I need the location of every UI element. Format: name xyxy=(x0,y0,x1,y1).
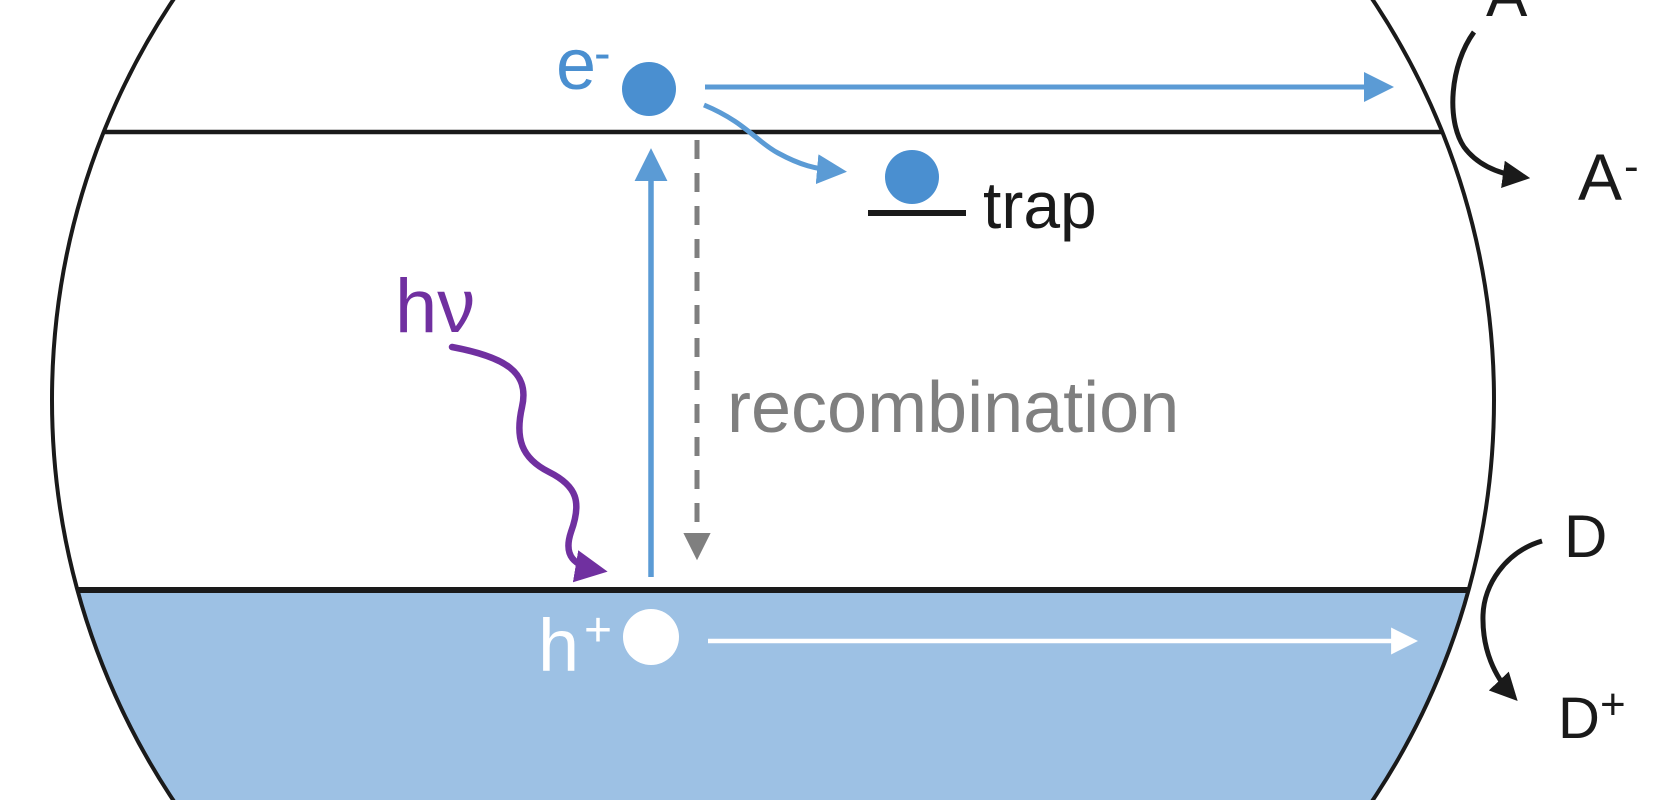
hole-label: h xyxy=(538,604,579,687)
trap-label: trap xyxy=(983,168,1097,242)
particle-outline xyxy=(50,0,1496,800)
donor-label: D xyxy=(1564,503,1607,570)
hole-label-superscript: + xyxy=(584,604,612,657)
acceptor-reduction-arrow-icon xyxy=(1450,30,1531,189)
electron-label: e xyxy=(556,25,596,105)
trapped-electron-icon xyxy=(885,150,939,204)
electron-label-superscript: - xyxy=(594,25,611,81)
donor-oxidized-superscript: + xyxy=(1600,680,1626,729)
electron-trapping-arrow-icon xyxy=(703,102,847,185)
electron-icon xyxy=(622,62,676,116)
donor-oxidized-label: D xyxy=(1558,686,1600,751)
donor-oxidation-arrow-icon xyxy=(1480,538,1543,701)
acceptor-reduced-superscript: - xyxy=(1624,142,1639,191)
photon-label: hν xyxy=(395,264,475,349)
valence-band-fill xyxy=(52,592,1494,800)
acceptor-reduced-label: A xyxy=(1578,140,1622,214)
recombination-label: recombination xyxy=(727,368,1179,448)
hole-icon xyxy=(623,609,679,665)
acceptor-label: A xyxy=(1486,0,1528,30)
photon-wavy-arrow-icon xyxy=(448,343,608,583)
